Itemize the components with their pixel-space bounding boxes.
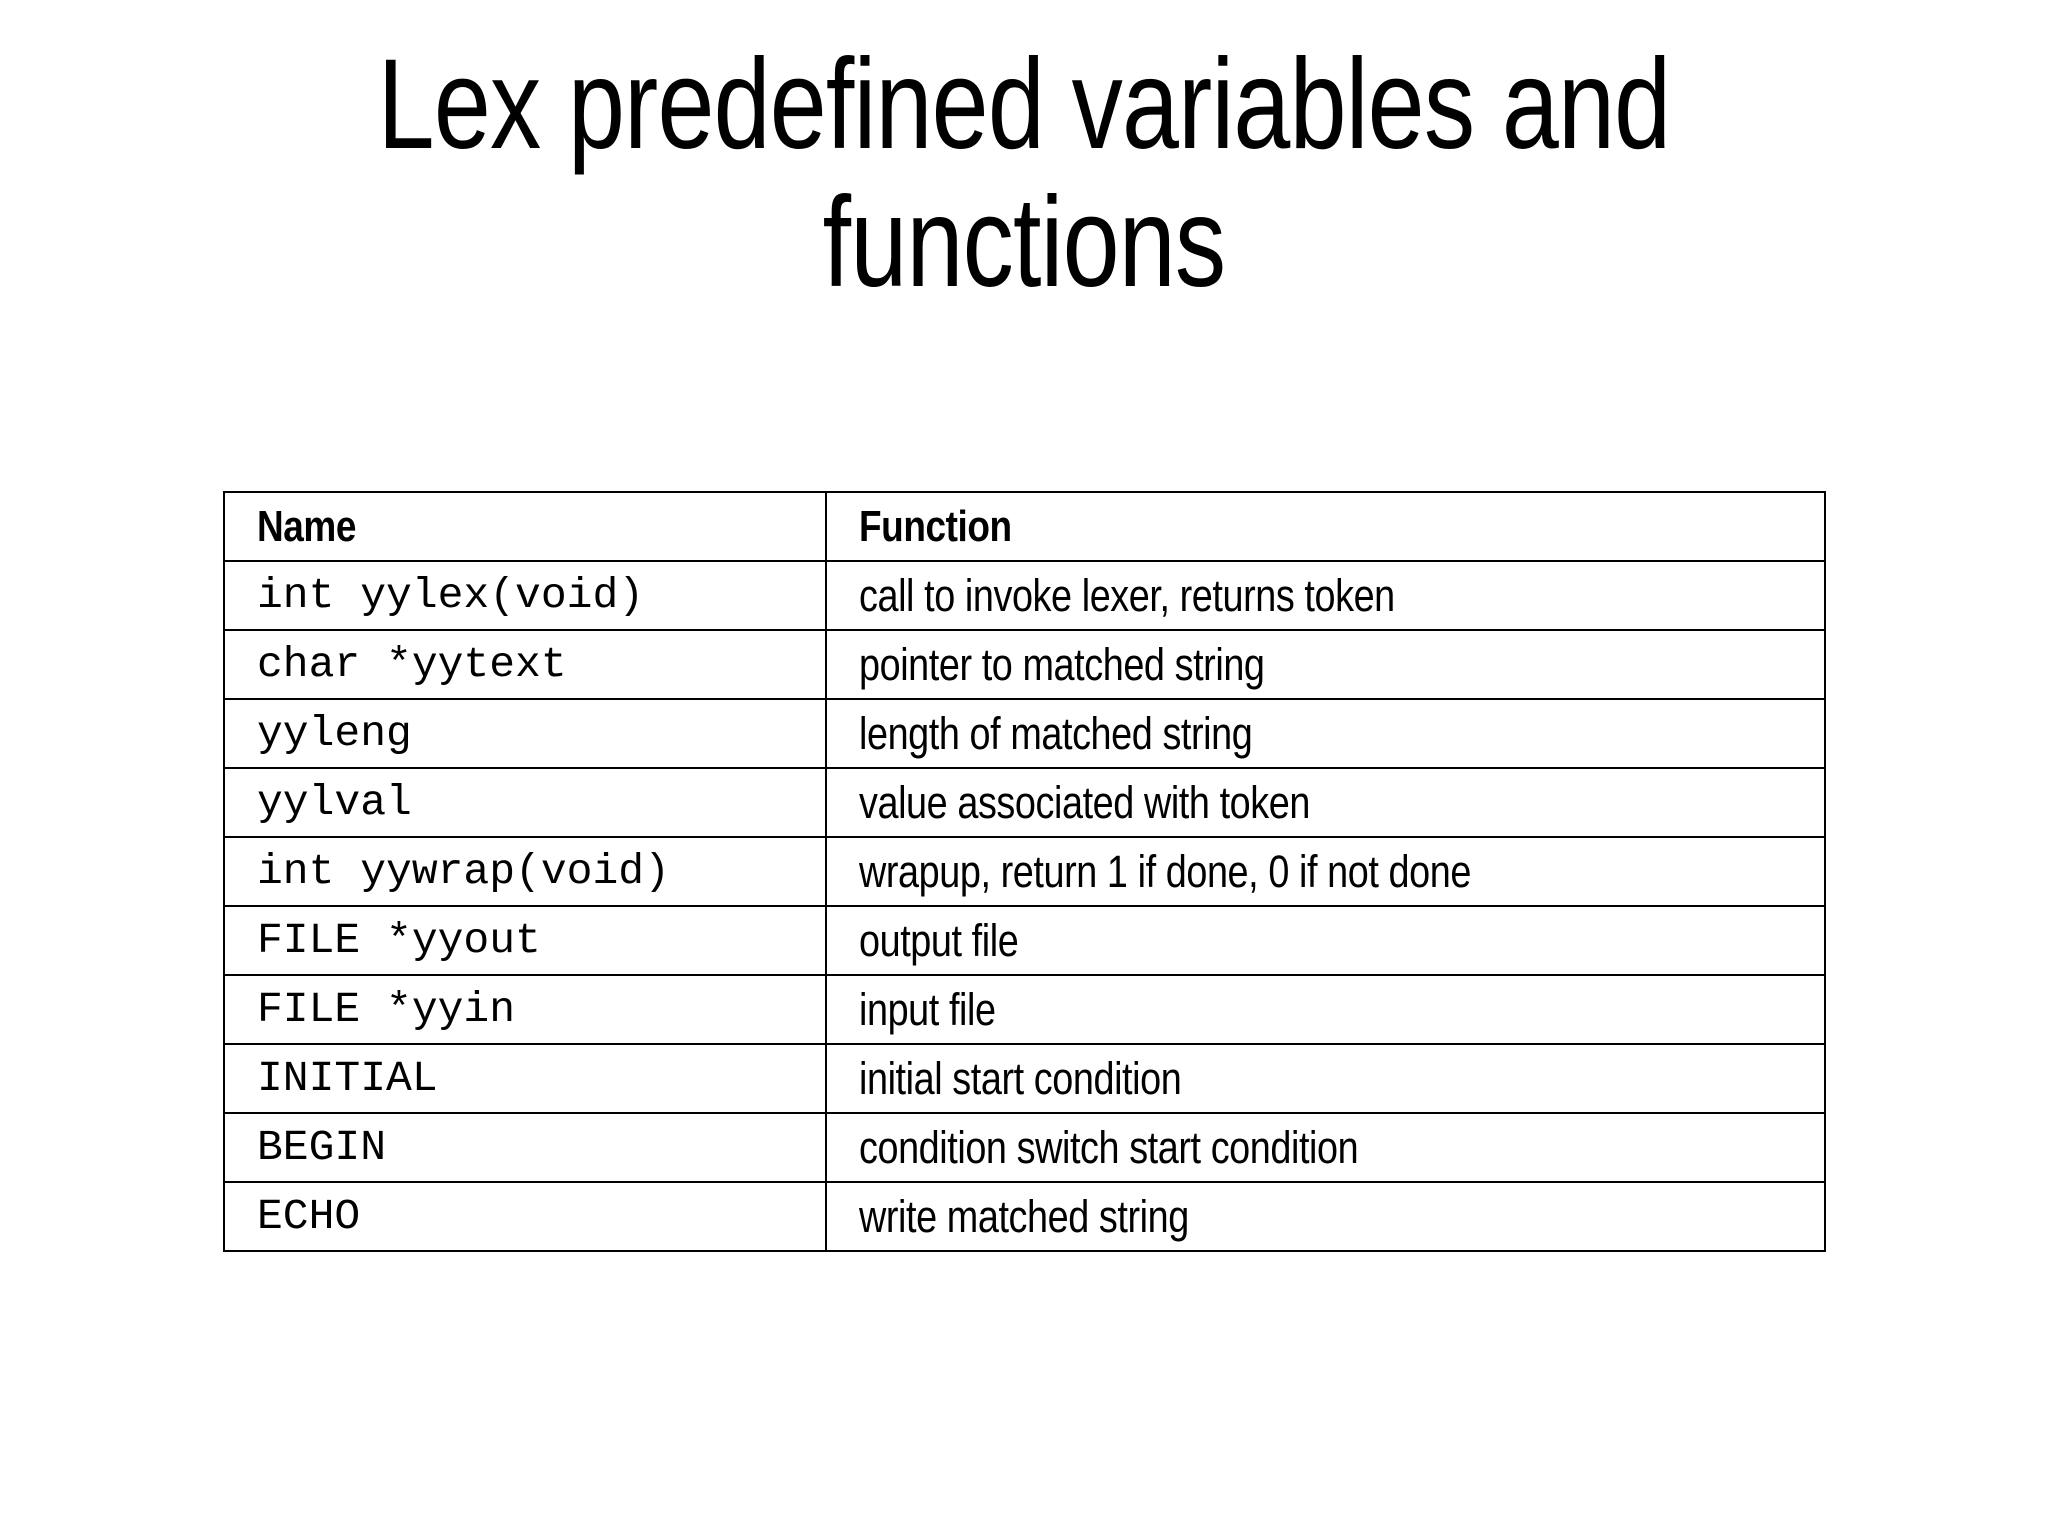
cell-function: initial start condition xyxy=(825,1043,1826,1114)
cell-function: pointer to matched string xyxy=(825,629,1826,700)
table-row: BEGIN condition switch start condition xyxy=(223,1112,1826,1183)
table-row: int yylex(void) call to invoke lexer, re… xyxy=(223,560,1826,631)
cell-function: value associated with token xyxy=(825,767,1826,838)
column-header-name-label: Name xyxy=(257,501,356,551)
cell-function: wrapup, return 1 if done, 0 if not done xyxy=(825,836,1826,907)
cell-name: FILE *yyin xyxy=(223,974,827,1045)
cell-function-label: length of matched string xyxy=(859,707,1253,759)
cell-function-label: condition switch start condition xyxy=(859,1121,1359,1173)
cell-name: ECHO xyxy=(223,1181,827,1252)
column-header-function: Function xyxy=(825,491,1826,562)
table-row: ECHO write matched string xyxy=(223,1181,1826,1252)
cell-name: char *yytext xyxy=(223,629,827,700)
table-row: INITIAL initial start condition xyxy=(223,1043,1826,1114)
cell-name: yylval xyxy=(223,767,827,838)
cell-function: input file xyxy=(825,974,1826,1045)
table-row: char *yytext pointer to matched string xyxy=(223,629,1826,700)
table: Name Function int yylex(void) call to in… xyxy=(223,491,1826,1252)
cell-name: int yywrap(void) xyxy=(223,836,827,907)
cell-function: length of matched string xyxy=(825,698,1826,769)
cell-name: int yylex(void) xyxy=(223,560,827,631)
cell-function-label: pointer to matched string xyxy=(859,638,1265,690)
table-row: FILE *yyin input file xyxy=(223,974,1826,1045)
column-header-name: Name xyxy=(223,491,827,562)
cell-name: INITIAL xyxy=(223,1043,827,1114)
table-row: FILE *yyout output file xyxy=(223,905,1826,976)
cell-function-label: wrapup, return 1 if done, 0 if not done xyxy=(859,845,1471,897)
lex-reference-table: Name Function int yylex(void) call to in… xyxy=(223,491,1826,1252)
table-header-row: Name Function xyxy=(223,491,1826,562)
table-row: yyleng length of matched string xyxy=(223,698,1826,769)
cell-function: output file xyxy=(825,905,1826,976)
cell-function-label: call to invoke lexer, returns token xyxy=(859,569,1395,621)
cell-function: write matched string xyxy=(825,1181,1826,1252)
column-header-function-label: Function xyxy=(859,501,1012,551)
cell-name: BEGIN xyxy=(223,1112,827,1183)
cell-name: yyleng xyxy=(223,698,827,769)
cell-function-label: write matched string xyxy=(859,1190,1189,1242)
cell-function-label: input file xyxy=(859,983,996,1035)
cell-function-label: output file xyxy=(859,914,1019,966)
table-row: yylval value associated with token xyxy=(223,767,1826,838)
cell-name: FILE *yyout xyxy=(223,905,827,976)
cell-function: call to invoke lexer, returns token xyxy=(825,560,1826,631)
table-row: int yywrap(void) wrapup, return 1 if don… xyxy=(223,836,1826,907)
cell-function-label: initial start condition xyxy=(859,1052,1182,1104)
cell-function-label: value associated with token xyxy=(859,776,1310,828)
page-title: Lex predefined variables and functions xyxy=(377,33,1671,315)
cell-function: condition switch start condition xyxy=(825,1112,1826,1183)
